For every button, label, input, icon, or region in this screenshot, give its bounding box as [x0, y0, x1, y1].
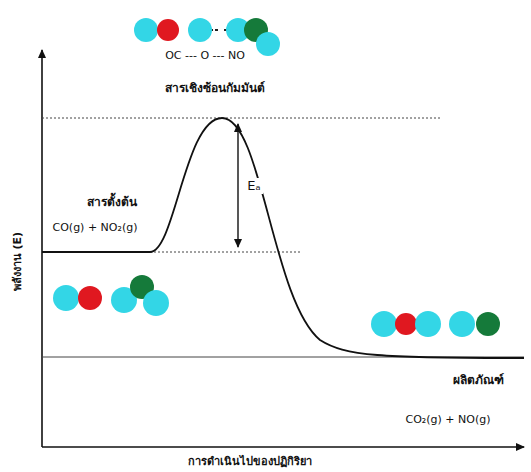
formula-label: CO(g) + NO₂(g): [53, 221, 138, 234]
state-label: ผลิตภัณฑ์: [453, 373, 504, 387]
activated-level: [42, 118, 440, 119]
ea-arrow: [237, 185, 238, 247]
structure-label: OC --- O --- NO: [165, 49, 245, 62]
x-axis: [42, 446, 524, 448]
state-label: สารตั้งต้น: [87, 195, 137, 209]
state-label: สารเชิงซ้อนกัมมันต์: [165, 81, 265, 95]
axis-label: การดำเนินไปของปฏิกิริยา: [188, 455, 312, 468]
formula-label: CO₂(g) + NO(g): [406, 413, 491, 426]
energy-curve: [42, 118, 524, 358]
ea-arrow: [237, 124, 238, 185]
product-molecules: [371, 311, 500, 337]
y-axis: [41, 50, 43, 447]
reactant-molecules: [53, 275, 169, 316]
axis-label: พลังงาน (E): [11, 232, 24, 291]
energy-symbol: Eₐ: [245, 178, 262, 194]
